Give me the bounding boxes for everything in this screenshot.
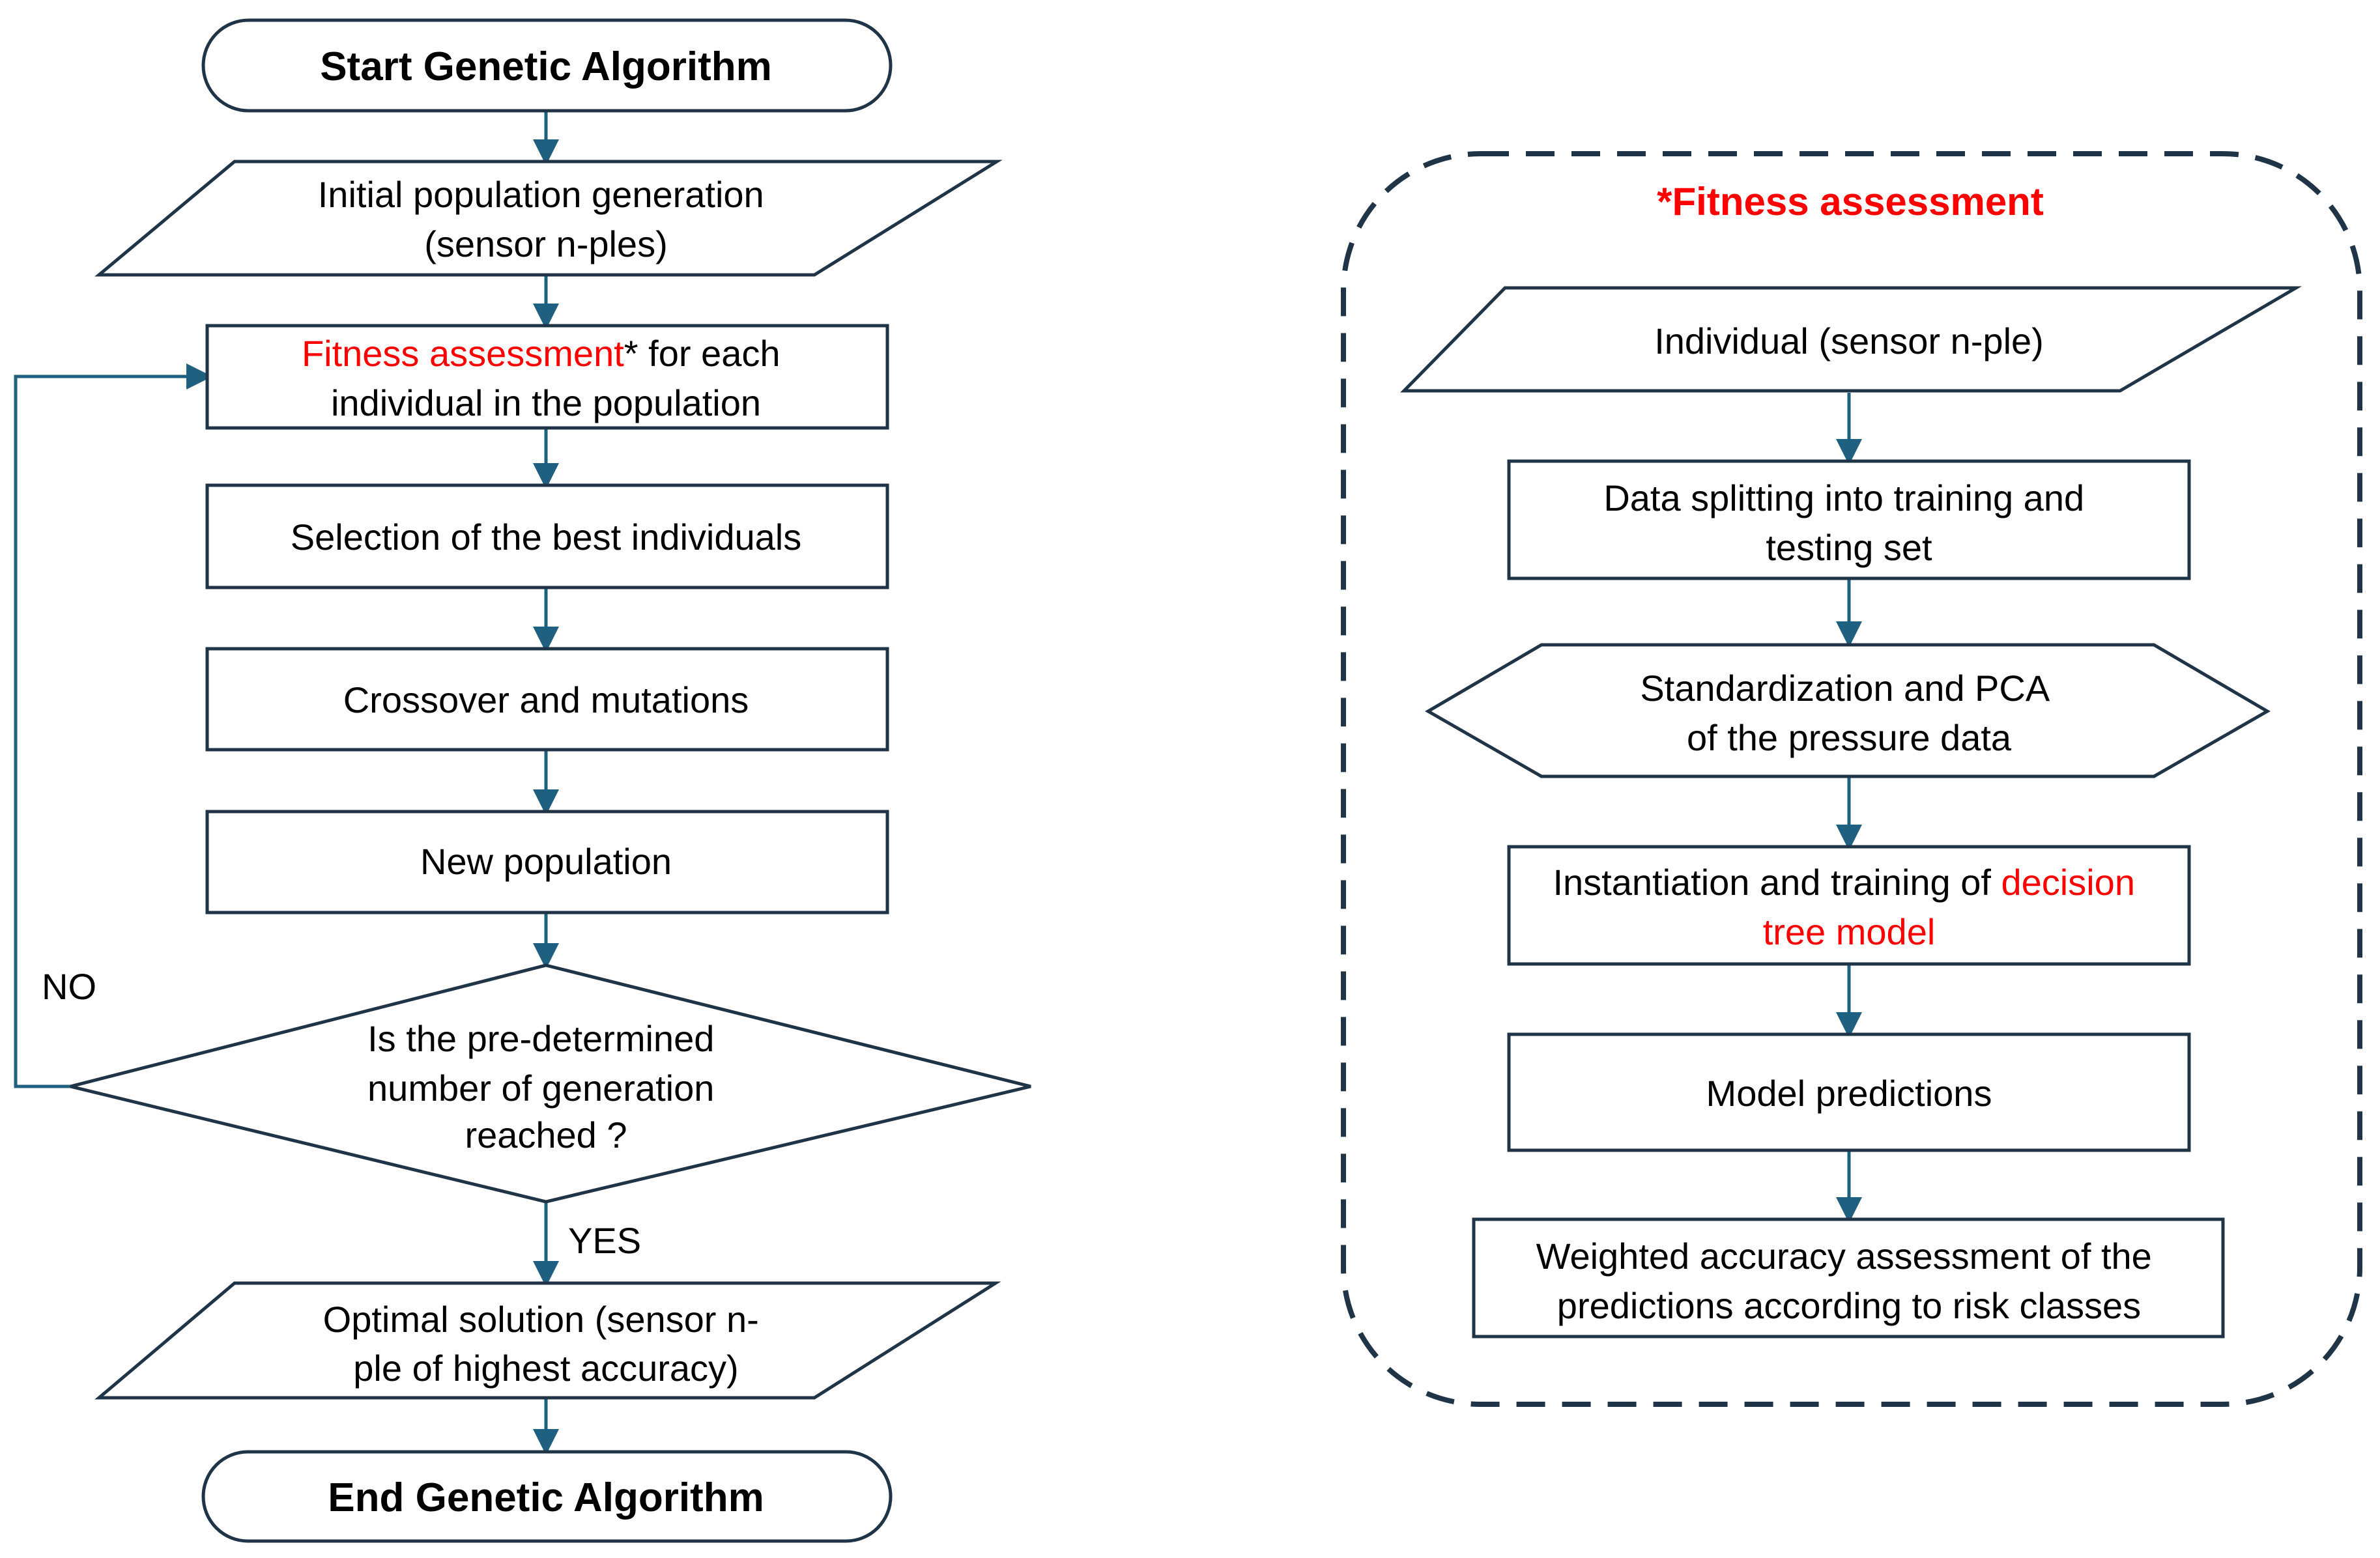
generation-check-diamond: Is the pre-determined number of generati…: [70, 963, 1031, 1204]
fitness-assessment-label: Fitness assessment* for each individual …: [302, 333, 790, 423]
no-label: NO: [42, 966, 96, 1007]
new-population-label: New population: [420, 841, 672, 882]
start-terminator: Start Genetic Algorithm: [201, 18, 893, 113]
crossover-box: Crossover and mutations: [205, 647, 889, 752]
panel-title: *Fitness assessment: [1657, 180, 2044, 223]
start-label: Start Genetic Algorithm: [320, 44, 772, 89]
model-predictions-box: Model predictions: [1507, 1032, 2191, 1152]
initial-population-parallelogram: Initial population generation (sensor n-…: [94, 160, 1003, 277]
pca-hexagon: Standardization and PCA of the pressure …: [1425, 643, 2271, 778]
loop-back-arrow: [14, 363, 212, 1088]
pca-label: Standardization and PCA of the pressure …: [1640, 668, 2057, 758]
selection-box: Selection of the best individuals: [205, 483, 889, 589]
yes-label: YES: [568, 1220, 641, 1261]
data-split-label: Data splitting into training and testing…: [1603, 477, 2094, 568]
selection-label: Selection of the best individuals: [291, 517, 802, 558]
end-label: End Genetic Algorithm: [328, 1475, 764, 1520]
fitness-assessment-box: Fitness assessment* for each individual …: [205, 324, 889, 430]
crossover-label: Crossover and mutations: [343, 679, 749, 720]
fitness-detail-panel: *Fitness assessment Individual (sensor n…: [1341, 151, 2362, 1407]
individual-label: Individual (sensor n-ple): [1654, 320, 2044, 361]
weighted-accuracy-label: Weighted accuracy assessment of the pred…: [1536, 1236, 2162, 1326]
model-training-box: Instantiation and training of decision t…: [1507, 845, 2191, 966]
new-population-box: New population: [205, 810, 889, 914]
individual-parallelogram: Individual (sensor n-ple): [1400, 286, 2302, 393]
left-connectors: [14, 111, 559, 1455]
dashed-boundary: [1341, 151, 2362, 1407]
weighted-accuracy-box: Weighted accuracy assessment of the pred…: [1472, 1217, 2225, 1338]
model-training-label: Instantiation and training of decision t…: [1553, 862, 2145, 952]
end-terminator: End Genetic Algorithm: [201, 1450, 893, 1543]
optimal-solution-label: Optimal solution (sensor n- ple of highe…: [323, 1299, 769, 1389]
initial-population-label: Initial population generation (sensor n-…: [318, 174, 775, 264]
model-predictions-label: Model predictions: [1706, 1073, 1992, 1114]
generation-check-label: Is the pre-determined number of generati…: [367, 1018, 724, 1155]
optimal-solution-parallelogram: Optimal solution (sensor n- ple of highe…: [94, 1281, 1001, 1400]
data-split-box: Data splitting into training and testing…: [1507, 459, 2191, 580]
